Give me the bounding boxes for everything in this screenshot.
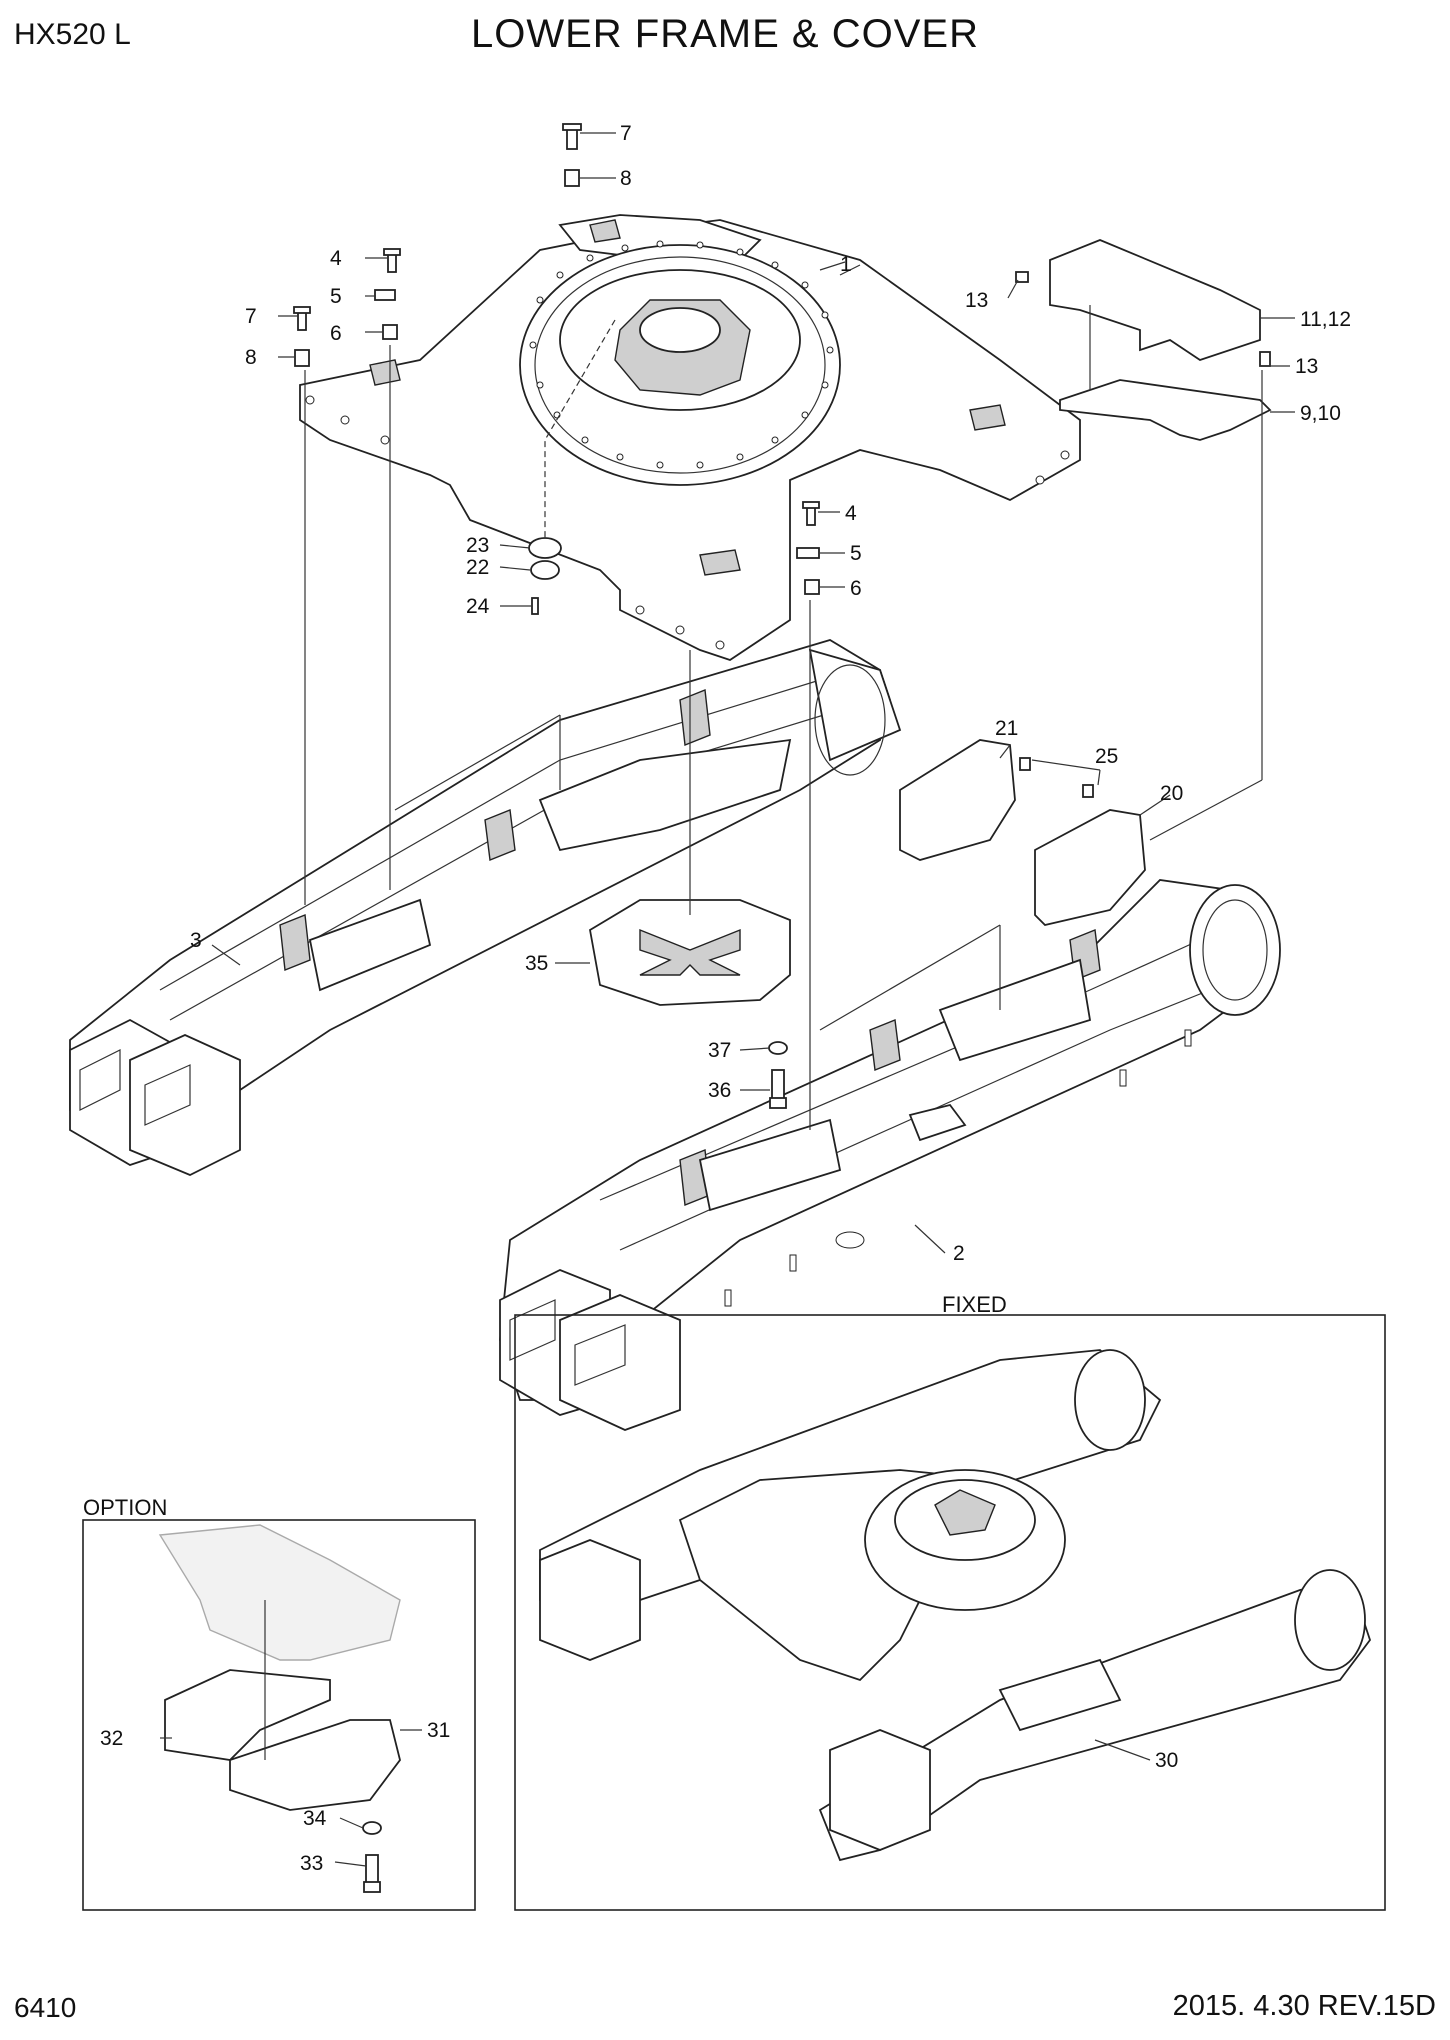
fixed-frame-part-30: [539, 1349, 1372, 1862]
callout-30: 30: [1155, 1749, 1178, 1772]
callout-31: 31: [427, 1719, 450, 1742]
page-number: 6410: [14, 1992, 77, 2023]
callout-25: 25: [1095, 745, 1118, 768]
callout-13-left: 13: [965, 289, 988, 312]
callout-20: 20: [1160, 782, 1183, 805]
callout-9-10: 9,10: [1300, 402, 1341, 425]
callout-8-top: 8: [620, 167, 632, 190]
callout-35: 35: [525, 952, 548, 975]
cover-part-21: [899, 739, 1016, 861]
callout-7-left: 7: [245, 305, 257, 328]
callout-21: 21: [995, 717, 1018, 740]
callout-34: 34: [303, 1807, 327, 1830]
callout-11-12: 11,12: [1300, 308, 1351, 331]
page-title: LOWER FRAME & COVER: [471, 12, 979, 56]
cover-part-11-12: [1049, 239, 1261, 361]
callout-7-top: 7: [620, 122, 632, 145]
option-box-label: OPTION: [83, 1495, 168, 1520]
callout-8-left: 8: [245, 346, 257, 369]
revision-date: 2015. 4.30 REV.15D: [1172, 1990, 1436, 2022]
side-frame-left-part-3: [69, 639, 902, 1176]
cover-part-20: [1034, 809, 1146, 926]
callout-22: 22: [466, 556, 489, 579]
callout-13-right: 13: [1295, 355, 1318, 378]
callout-6-right: 6: [850, 577, 862, 600]
callout-1: 1: [840, 253, 852, 276]
callout-23: 23: [466, 534, 489, 557]
callout-37: 37: [708, 1039, 731, 1062]
callout-32: 32: [100, 1727, 123, 1750]
ring-bolt-holes: [305, 240, 1070, 650]
under-cover-plate-part-35: [589, 899, 791, 1006]
callout-3: 3: [190, 929, 202, 952]
callout-33: 33: [300, 1852, 323, 1875]
callout-4-left: 4: [330, 247, 342, 270]
callout-6-left: 6: [330, 322, 342, 345]
callout-4-right: 4: [845, 502, 857, 525]
callout-labels: 1 2 3 4 5 6 7 8 7 8 4 5 6 9,10 11,12 13 …: [100, 122, 1351, 1875]
side-frame-right-part-2: [499, 879, 1281, 1431]
hardware-parts: [293, 123, 1271, 1109]
callout-36: 36: [708, 1079, 731, 1102]
callout-24: 24: [466, 595, 490, 618]
callout-5-left: 5: [330, 285, 342, 308]
assembly-lines: [304, 305, 1263, 1130]
fixed-box: [514, 1314, 1386, 1911]
fixed-box-label: FIXED: [942, 1292, 1007, 1317]
center-frame-part-1: [299, 214, 1081, 661]
option-box: [82, 1519, 476, 1911]
model-name: HX520 L: [14, 18, 131, 51]
callout-2: 2: [953, 1242, 965, 1265]
cover-part-9-10: [1059, 379, 1272, 441]
option-parts: [158, 1524, 401, 1893]
callout-5-right: 5: [850, 542, 862, 565]
callout-leaders: [160, 132, 1295, 1867]
